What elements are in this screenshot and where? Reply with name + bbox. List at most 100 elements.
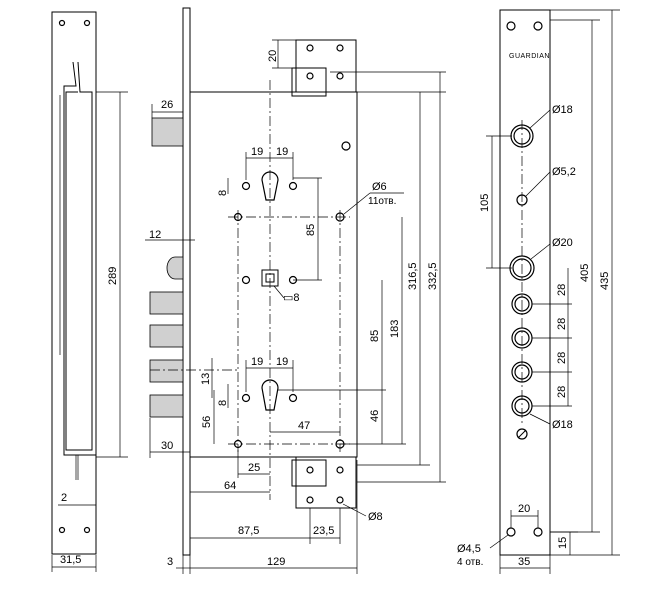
side-hole-1: [58, 19, 66, 27]
mount-hole: [341, 141, 351, 151]
dim-15-label: 15: [557, 537, 569, 549]
side-hole-4: [83, 526, 91, 534]
faceplate-view: GUARDIAN Ø18 Ø5,2 Ø20: [457, 9, 620, 574]
dim-12-label: 12: [149, 229, 161, 241]
dim-19b-label: 19: [276, 146, 288, 158]
mount-hole: [241, 275, 251, 285]
phi45-count: 4 отв.: [457, 557, 483, 568]
dim-435-label: 435: [599, 272, 611, 290]
phi18-top-label: Ø18: [552, 104, 573, 116]
deadbolt-2: [149, 324, 184, 348]
dim-85b-label: 85: [369, 330, 381, 342]
dim-105-label: 105: [479, 194, 491, 212]
dim-8a-label: 8: [217, 190, 229, 196]
dim-3-label: 3: [167, 556, 173, 568]
dim-129-label: 129: [267, 556, 285, 568]
dim-35-label: 35: [518, 556, 530, 568]
dim-25-label: 25: [248, 462, 260, 474]
side-view: 289 2 31,5: [51, 11, 128, 572]
tab-hole: [306, 44, 314, 52]
dim-28b-label: 28: [556, 318, 568, 330]
tab-hole: [336, 496, 344, 504]
mount-hole: [241, 181, 251, 191]
tab-hole: [306, 72, 314, 80]
body-profile: [63, 61, 96, 456]
leader-phi6: [343, 192, 371, 215]
side-hole-2: [83, 19, 91, 27]
dim-875-label: 87,5: [238, 525, 259, 537]
dim-top-20-label: 20: [267, 50, 279, 62]
deadbolt-1: [149, 291, 184, 315]
lock-body: [189, 91, 358, 458]
brand-logo: GUARDIAN: [509, 53, 550, 60]
dim-56-label: 56: [201, 416, 213, 428]
phi8-label: Ø8: [368, 511, 383, 523]
dim-3165-label: 316,5: [407, 262, 419, 290]
deadbolt-3: [149, 359, 184, 383]
body-inner-profile: [65, 61, 93, 451]
leader-phi8: [342, 503, 367, 517]
side-hole-3: [58, 526, 66, 534]
dim-235-label: 23,5: [313, 525, 334, 537]
phi6-label: Ø6: [372, 181, 387, 193]
face-hole: [533, 527, 543, 537]
phi18-bottom-label: Ø18: [552, 419, 573, 431]
front-faceplate: [182, 7, 191, 556]
night-latch: [166, 256, 184, 280]
leader-phi45: [489, 534, 509, 549]
dim-28c-label: 28: [556, 352, 568, 364]
dim-30-label: 30: [161, 440, 173, 452]
tab-hole: [336, 72, 344, 80]
dim-20-label: 20: [518, 503, 530, 515]
phi45-label: Ø4,5: [457, 543, 481, 555]
leader-phi20: [530, 243, 551, 260]
faceplate-side-outline: [51, 11, 97, 555]
dim-19c-label: 19: [251, 356, 263, 368]
tab-hole: [336, 44, 344, 52]
dim-46-label: 46: [369, 410, 381, 422]
deadbolt-4: [149, 394, 184, 418]
dim-2-label: 2: [61, 492, 67, 504]
dim-405-label: 405: [579, 264, 591, 282]
face-hole: [506, 21, 516, 31]
tab-hole: [336, 466, 344, 474]
top-tab-inner: [291, 67, 327, 97]
leader-phi18: [529, 109, 551, 129]
dim-315-label: 31,5: [60, 554, 81, 566]
dim-47-label: 47: [298, 420, 310, 432]
leader-sq8: [273, 285, 285, 299]
top-tab: [295, 39, 357, 93]
dim-28a-label: 28: [556, 284, 568, 296]
mount-hole: [288, 393, 298, 403]
phi20-label: Ø20: [552, 237, 573, 249]
face-hole: [533, 21, 543, 31]
dim-64-label: 64: [224, 480, 236, 492]
dim-19a-label: 19: [251, 146, 263, 158]
dim-19d-label: 19: [276, 356, 288, 368]
phi52-label: Ø5,2: [552, 166, 576, 178]
sq8-label: ▭8: [283, 292, 300, 304]
dim-3325-label: 332,5: [427, 262, 439, 290]
dim-28d-label: 28: [556, 386, 568, 398]
mount-hole: [241, 393, 251, 403]
screw-slot: [517, 429, 527, 439]
leader-phi18b: [529, 413, 551, 425]
bottom-tab: [295, 456, 357, 509]
front-view: 20 26 19 19 8 85 Ø6 11отв. 12 ▭8: [145, 7, 446, 574]
mount-hole: [288, 181, 298, 191]
dim-8b-label: 8: [217, 400, 229, 406]
bottom-tab-inner: [291, 459, 327, 487]
dim-13-label: 13: [200, 373, 212, 385]
phi6-count: 11отв.: [368, 196, 396, 207]
faceplate-outline: [499, 9, 551, 556]
leader-phi52: [525, 171, 551, 197]
tab-hole: [306, 466, 314, 474]
dim-26-label: 26: [161, 99, 173, 111]
latch-bolt: [151, 117, 184, 147]
dim-183-label: 183: [389, 320, 401, 338]
dim-85a-label: 85: [305, 224, 317, 236]
tab-hole: [306, 496, 314, 504]
dim-289-label: 289: [107, 267, 119, 285]
top-cylinder-keyhole: [261, 171, 279, 201]
